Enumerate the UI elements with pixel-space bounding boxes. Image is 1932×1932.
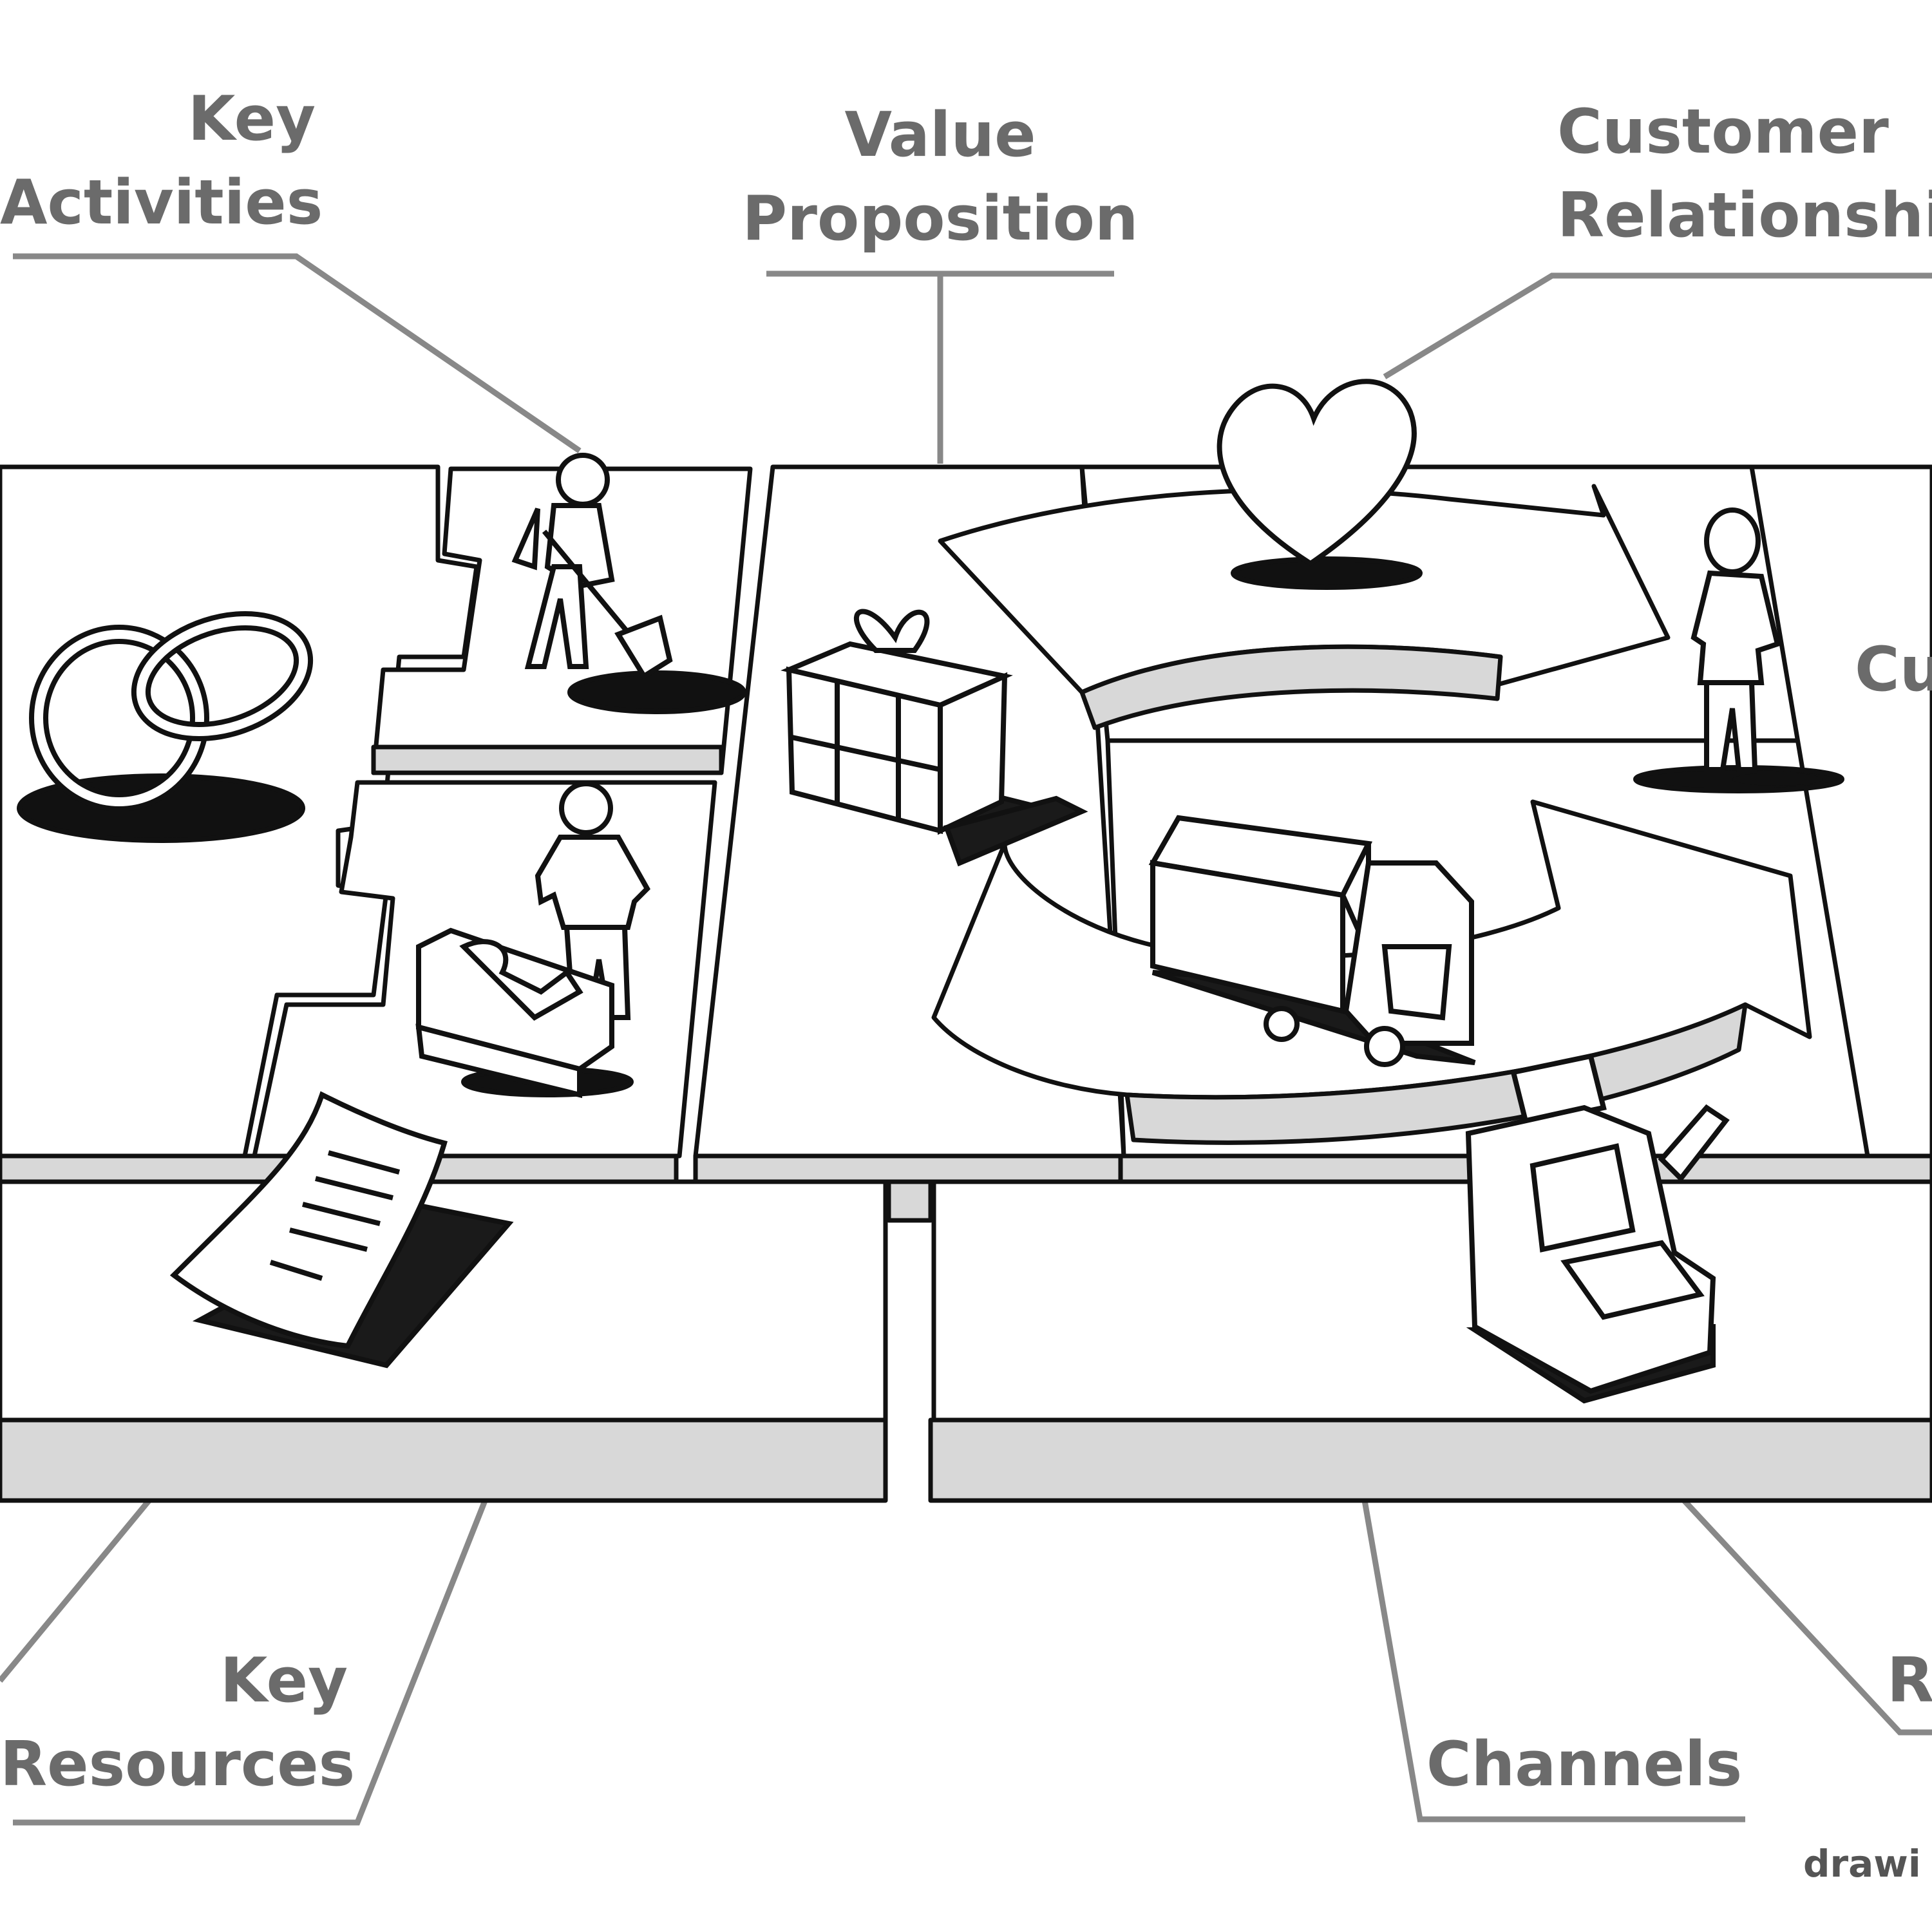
delivery-truck-icon xyxy=(1148,815,1476,1067)
cash-register-icon xyxy=(1465,1053,1730,1404)
panel-gap-edge xyxy=(886,1179,933,1223)
credit-text: drawi xyxy=(1803,1842,1921,1886)
digging-person-icon xyxy=(511,453,746,714)
shadows xyxy=(1732,773,1823,786)
factory-worker-icon xyxy=(415,781,650,1099)
label-key-activities: Key Activities xyxy=(0,84,323,238)
linked-rings-icon xyxy=(17,611,314,843)
label-value-proposition: Value Proposition xyxy=(742,100,1139,254)
panel-edge-cost xyxy=(0,1417,888,1503)
panel-edge-revenue xyxy=(928,1417,1932,1503)
leader-key-activities xyxy=(13,253,582,453)
label-revenue-streams: R xyxy=(1887,1645,1932,1716)
label-channels: Channels xyxy=(1426,1729,1743,1800)
gift-box-icon xyxy=(781,609,1088,867)
document-icon xyxy=(169,1091,514,1368)
label-customer-segments: Cu xyxy=(1855,634,1932,705)
panel-customer-segments xyxy=(1749,464,1932,1159)
panel-edge-key-activities xyxy=(371,744,724,775)
leader-customer-relationships xyxy=(1383,272,1932,379)
leader-revenue-streams xyxy=(1640,1453,1932,1736)
panel-revenue-streams xyxy=(931,1179,1932,1423)
label-key-resources: Key Resources xyxy=(0,1645,355,1800)
panel-edge-top-mid xyxy=(693,1153,1123,1184)
label-customer-relationships: Customer Relationshi xyxy=(1557,97,1932,251)
heart-icon xyxy=(1217,379,1423,590)
